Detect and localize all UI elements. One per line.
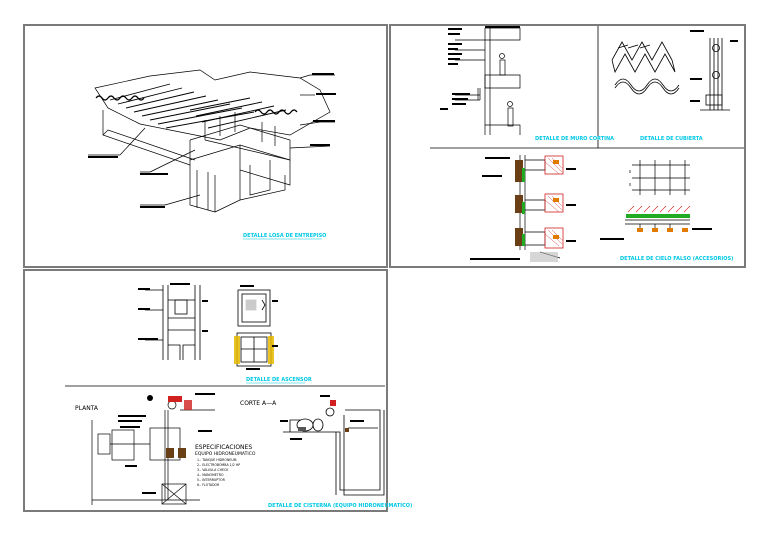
cistern-plan-labels <box>118 393 215 494</box>
specs-list: 1.- TANQUE HIDRONEUM. 2.- ELECTROBOMBA 1… <box>197 458 240 487</box>
label-corte: CORTE A—A <box>240 400 277 407</box>
elevator-plan <box>236 289 272 367</box>
ceiling-grid-labels <box>600 228 712 240</box>
cistern-plan-colored <box>147 395 192 458</box>
ceiling-joint-labels <box>470 157 576 260</box>
caption-slab-detail: DETALLE LOSA DE ENTREPISO <box>243 233 326 239</box>
ceiling-joint-details <box>519 155 561 259</box>
caption-ceiling-detail: DETALLE DE CIELO FALSO (ACCESORIOS) <box>620 256 733 262</box>
specs-subtitle: EQUIPO HIDRONEUMATICO <box>195 451 256 457</box>
spec-item: 2.- ELECTROBOMBA 1/2 HP <box>197 463 240 467</box>
caption-elevator: DETALLE DE ASCENSOR <box>246 377 312 383</box>
caption-curtain-wall: DETALLE DE MURO CORTINA <box>535 136 614 142</box>
ceiling-grid-hatch <box>626 205 691 232</box>
spec-item: 5.- INTERRUPTOR <box>197 478 226 482</box>
spec-item: 6.- FLOTADOR <box>197 483 220 487</box>
caption-cistern: DETALLE DE CISTERNA (EQUIPO HIDRONEUMATI… <box>268 503 412 509</box>
slab-leader-labels <box>88 73 336 208</box>
elevator-labels <box>138 283 208 340</box>
elevator-plan-labels <box>240 285 278 370</box>
slab-isometric <box>88 69 335 213</box>
elevator-section <box>145 285 201 360</box>
specs-title: ESPECIFICACIONES <box>195 444 252 451</box>
ceiling-grid <box>625 160 690 232</box>
label-planta: PLANTA <box>75 405 99 412</box>
curtain-wall-section <box>455 27 521 135</box>
roof-profile-detail <box>611 38 730 111</box>
cistern-section-color <box>298 400 349 432</box>
caption-roof-detail: DETALLE DE CUBIERTA <box>640 136 703 142</box>
cistern-section <box>283 407 385 496</box>
elevator-door-highlight <box>234 336 240 364</box>
elevator-door-highlight-right <box>268 336 274 364</box>
panel-dividers <box>430 26 744 149</box>
roof-labels <box>690 30 738 102</box>
spec-item: 4.- MANOMETRO <box>197 473 224 477</box>
curtain-wall-labels <box>440 26 520 110</box>
cistern-section-labels <box>280 395 364 440</box>
panel-details-lower <box>23 269 388 512</box>
spec-item: 3.- VALVULA CHECK <box>197 468 229 472</box>
ceiling-joint-hatch <box>515 155 564 262</box>
spec-item: 1.- TANQUE HIDRONEUM. <box>197 458 237 462</box>
